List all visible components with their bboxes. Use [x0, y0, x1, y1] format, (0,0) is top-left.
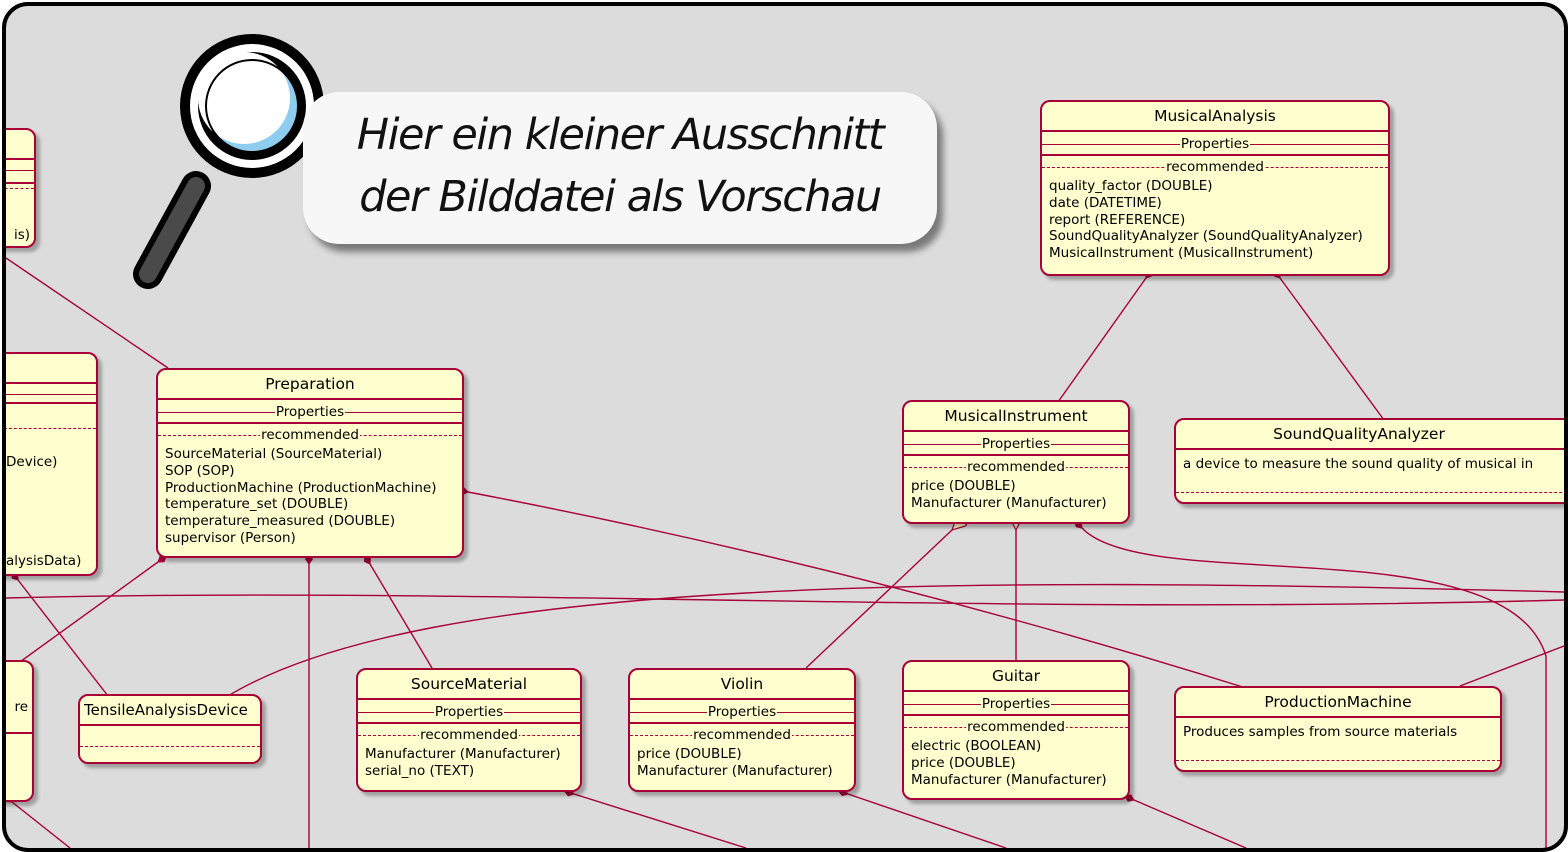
edge-preparation-machine: [457, 487, 1247, 689]
attr: Manufacturer (Manufacturer): [911, 494, 1107, 511]
attr: Manufacturer (Manufacturer): [637, 762, 833, 779]
edge-guitar-bottom: [1123, 794, 1247, 848]
attr: serial_no (TEXT): [365, 762, 475, 779]
node-sound-quality-analyzer[interactable]: SoundQualityAnalyzer a device to measure…: [1174, 418, 1564, 504]
node-musical-instrument[interactable]: MusicalInstrument Properties recommended…: [902, 400, 1130, 524]
attr: supervisor (Person): [165, 529, 296, 546]
attr: report (REFERENCE): [1049, 211, 1186, 228]
attr: temperature_measured (DOUBLE): [165, 513, 396, 530]
edge-analysis-analyzer: [1273, 269, 1385, 421]
attr: price (DOUBLE): [911, 754, 1016, 771]
partial-node-bottom-left: re: [6, 660, 34, 802]
recommended-label: recommended: [260, 427, 360, 443]
properties-label: Properties: [980, 436, 1052, 452]
partial-title: re: [14, 699, 28, 715]
node-title: Guitar: [904, 662, 1128, 692]
attr: price (DOUBLE): [637, 746, 742, 762]
node-title: TensileAnalysisDevice: [80, 696, 260, 726]
node-musical-analysis[interactable]: MusicalAnalysis Properties recommended q…: [1040, 100, 1390, 276]
attr: quality_factor (DOUBLE): [1049, 178, 1213, 194]
recommended-label: recommended: [966, 459, 1066, 475]
attr: date (DATETIME): [1049, 194, 1162, 211]
edge-partial-tensile: [11, 571, 109, 697]
attr: Manufacturer (Manufacturer): [911, 771, 1107, 788]
node-preparation[interactable]: Preparation Properties recommended Sourc…: [156, 368, 464, 558]
attr: electric (BOOLEAN): [911, 738, 1042, 754]
attr: ProductionMachine (ProductionMachine): [165, 479, 437, 496]
edge-analysis-instrument: [1057, 269, 1153, 403]
properties-label: Properties: [980, 696, 1052, 712]
preview-callout: Hier ein kleiner Ausschnitt der Bilddate…: [303, 92, 937, 244]
node-title: SourceMaterial: [358, 670, 580, 700]
partial-node-top-left: is): [6, 128, 36, 248]
attr: price (DOUBLE): [911, 478, 1016, 494]
edge-partial-bottom: [6, 795, 71, 848]
node-description: Produces samples from source materials: [1183, 724, 1458, 740]
partial-node-mid-left: Device) alysisData): [6, 352, 98, 576]
edge-preparation-left: [6, 555, 167, 673]
edge-partial-to-preparation: [6, 257, 169, 369]
node-title: ProductionMachine: [1176, 688, 1500, 718]
edge-tensile-longcurve: [227, 583, 1564, 697]
edge-violin-inherit: [805, 530, 952, 669]
node-production-machine[interactable]: ProductionMachine Produces samples from …: [1174, 686, 1502, 772]
properties-label: Properties: [433, 704, 505, 720]
node-title: SoundQualityAnalyzer: [1176, 420, 1564, 450]
attr: temperature_set (DOUBLE): [165, 496, 349, 513]
node-description: a device to measure the sound quality of…: [1183, 456, 1534, 472]
properties-label: Properties: [706, 704, 778, 720]
recommended-label: recommended: [419, 727, 519, 743]
properties-label: Properties: [274, 404, 346, 420]
recommended-label: recommended: [692, 727, 792, 743]
edge-violin-bottom: [837, 788, 1007, 848]
edge-preparation-source: [364, 554, 433, 669]
attr: MusicalInstrument (MusicalInstrument): [1049, 245, 1314, 262]
edge-long-curve-2: [6, 594, 1564, 606]
attr: Manufacturer (Manufacturer): [365, 746, 561, 762]
attr: SoundQualityAnalyzer (SoundQualityAnalyz…: [1049, 228, 1363, 245]
callout-line-1: Hier ein kleiner Ausschnitt: [356, 110, 885, 160]
attr: SOP (SOP): [165, 462, 235, 479]
node-violin[interactable]: Violin Properties recommended price (DOU…: [628, 668, 856, 792]
recommended-label: recommended: [966, 719, 1066, 735]
node-source-material[interactable]: SourceMaterial Properties recommended Ma…: [356, 668, 582, 792]
partial-attr: Device): [6, 454, 58, 470]
node-title: Violin: [630, 670, 854, 700]
edge-machine-right: [1459, 645, 1564, 687]
edge-instrument-right: [1074, 520, 1547, 848]
node-guitar[interactable]: Guitar Properties recommended electric (…: [902, 660, 1130, 800]
properties-label: Properties: [1179, 136, 1251, 152]
edge-layer: [6, 257, 1564, 848]
node-tensile-analysis-device[interactable]: TensileAnalysisDevice: [78, 694, 262, 764]
node-title: Preparation: [158, 370, 462, 400]
magnifier-icon: [133, 34, 324, 289]
recommended-label: recommended: [1165, 159, 1265, 175]
attr: SourceMaterial (SourceMaterial): [165, 446, 383, 462]
callout-line-2: der Bilddatei als Vorschau: [359, 172, 882, 222]
partial-attr: is): [13, 227, 30, 244]
node-title: MusicalInstrument: [904, 402, 1128, 432]
edge-source-bottom: [563, 788, 747, 848]
node-title: MusicalAnalysis: [1042, 102, 1388, 132]
partial-attr: alysisData): [6, 553, 82, 569]
